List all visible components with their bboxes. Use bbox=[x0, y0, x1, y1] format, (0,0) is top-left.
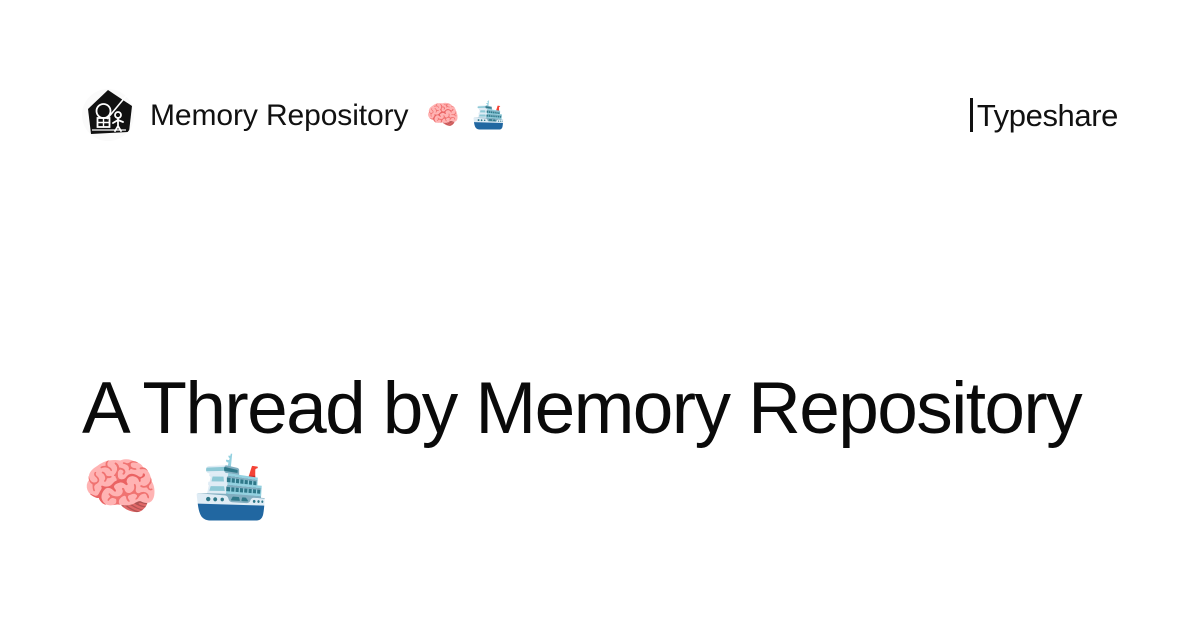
typeshare-brand: Typeshare bbox=[969, 97, 1119, 133]
brand-name: Typeshare bbox=[976, 97, 1119, 133]
author-name: Memory Repository bbox=[150, 98, 409, 132]
brand-separator-bar bbox=[969, 98, 973, 132]
author-block: Memory Repository 🧠 🛳️ bbox=[82, 89, 507, 141]
astronaut-avatar-icon bbox=[82, 89, 134, 141]
author-emojis: 🧠 🛳️ bbox=[426, 99, 508, 130]
headline-emojis: 🧠 🛳️ bbox=[82, 452, 278, 522]
page-title: A Thread by Memory Repository bbox=[82, 368, 1083, 449]
card-header: Memory Repository 🧠 🛳️ Typeshare bbox=[82, 84, 1118, 146]
headline-block: A Thread by Memory Repository 🧠 🛳️ bbox=[82, 368, 1130, 523]
